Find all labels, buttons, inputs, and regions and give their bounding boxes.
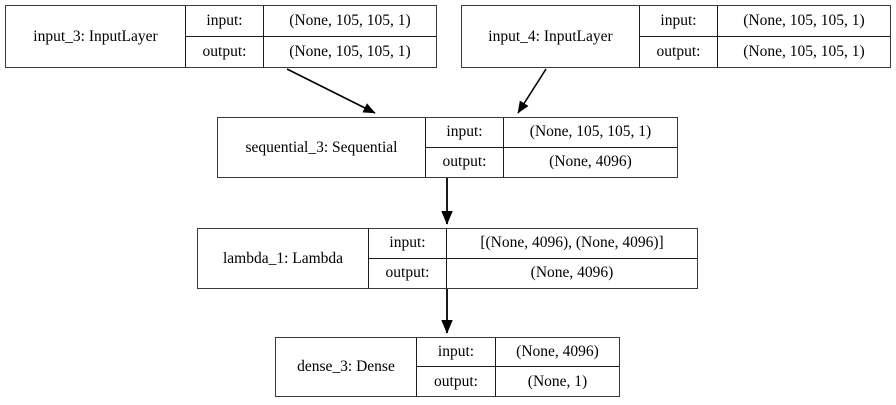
node-label-dense_3: dense_3: Dense [276, 338, 417, 396]
io-table-input_3: input: (None, 105, 105, 1) output: (None… [186, 6, 436, 67]
io-shape-input: (None, 105, 105, 1) [529, 123, 652, 141]
node-label-input_3: input_3: InputLayer [6, 6, 186, 67]
io-table-sequential_3: input: (None, 105, 105, 1) output: (None… [426, 118, 677, 177]
io-row-input: input: (None, 105, 105, 1) [640, 6, 890, 37]
io-row-input: input: (None, 105, 105, 1) [426, 118, 677, 148]
io-label-input: input: [417, 338, 496, 366]
io-row-output: output: (None, 4096) [369, 258, 697, 288]
node-dense_3[interactable]: dense_3: Dense input: (None, 4096) outpu… [275, 337, 620, 397]
io-label-output: output: [186, 36, 264, 67]
io-label-output: output: [640, 36, 718, 67]
node-sequential_3[interactable]: sequential_3: Sequential input: (None, 1… [217, 117, 678, 178]
io-shape-output: (None, 105, 105, 1) [289, 42, 411, 60]
io-shape-input: (None, 105, 105, 1) [743, 11, 865, 29]
io-shape-input: (None, 4096) [516, 343, 599, 360]
io-label-input: input: [426, 118, 504, 147]
io-shape-output: (None, 4096) [549, 153, 632, 171]
io-shape-output: (None, 4096) [530, 264, 614, 282]
io-label-input: input: [186, 6, 264, 36]
io-table-dense_3: input: (None, 4096) output: (None, 1) [417, 338, 619, 396]
io-row-output: output: (None, 105, 105, 1) [640, 36, 890, 67]
node-label-input_4: input_4: InputLayer [462, 6, 640, 67]
io-table-input_4: input: (None, 105, 105, 1) output: (None… [640, 6, 890, 67]
io-row-output: output: (None, 4096) [426, 147, 677, 177]
io-label-output: output: [369, 258, 447, 288]
io-row-output: output: (None, 105, 105, 1) [186, 36, 436, 67]
node-input_4[interactable]: input_4: InputLayer input: (None, 105, 1… [461, 5, 891, 68]
io-shape-output: (None, 105, 105, 1) [743, 42, 865, 60]
io-shape-input: (None, 105, 105, 1) [289, 11, 411, 29]
io-shape-output: (None, 1) [527, 372, 588, 390]
io-label-input: input: [640, 6, 718, 36]
node-label-lambda_1: lambda_1: Lambda [198, 229, 369, 288]
io-row-input: input: (None, 4096) [417, 338, 619, 367]
node-lambda_1[interactable]: lambda_1: Lambda input: [(None, 4096), (… [197, 228, 698, 289]
edge-input3-to-sequential3 [286, 68, 376, 114]
edge-input4-to-sequential3 [517, 68, 547, 114]
io-label-output: output: [426, 147, 504, 177]
io-row-output: output: (None, 1) [417, 367, 619, 396]
node-input_3[interactable]: input_3: InputLayer input: (None, 105, 1… [5, 5, 437, 68]
io-shape-input: [(None, 4096), (None, 4096)] [480, 234, 664, 252]
io-row-input: input: (None, 105, 105, 1) [186, 6, 436, 37]
io-row-input: input: [(None, 4096), (None, 4096)] [369, 229, 697, 259]
node-label-sequential_3: sequential_3: Sequential [218, 118, 426, 177]
io-label-input: input: [369, 229, 447, 258]
io-table-lambda_1: input: [(None, 4096), (None, 4096)] outp… [369, 229, 697, 288]
io-label-output: output: [417, 367, 496, 396]
